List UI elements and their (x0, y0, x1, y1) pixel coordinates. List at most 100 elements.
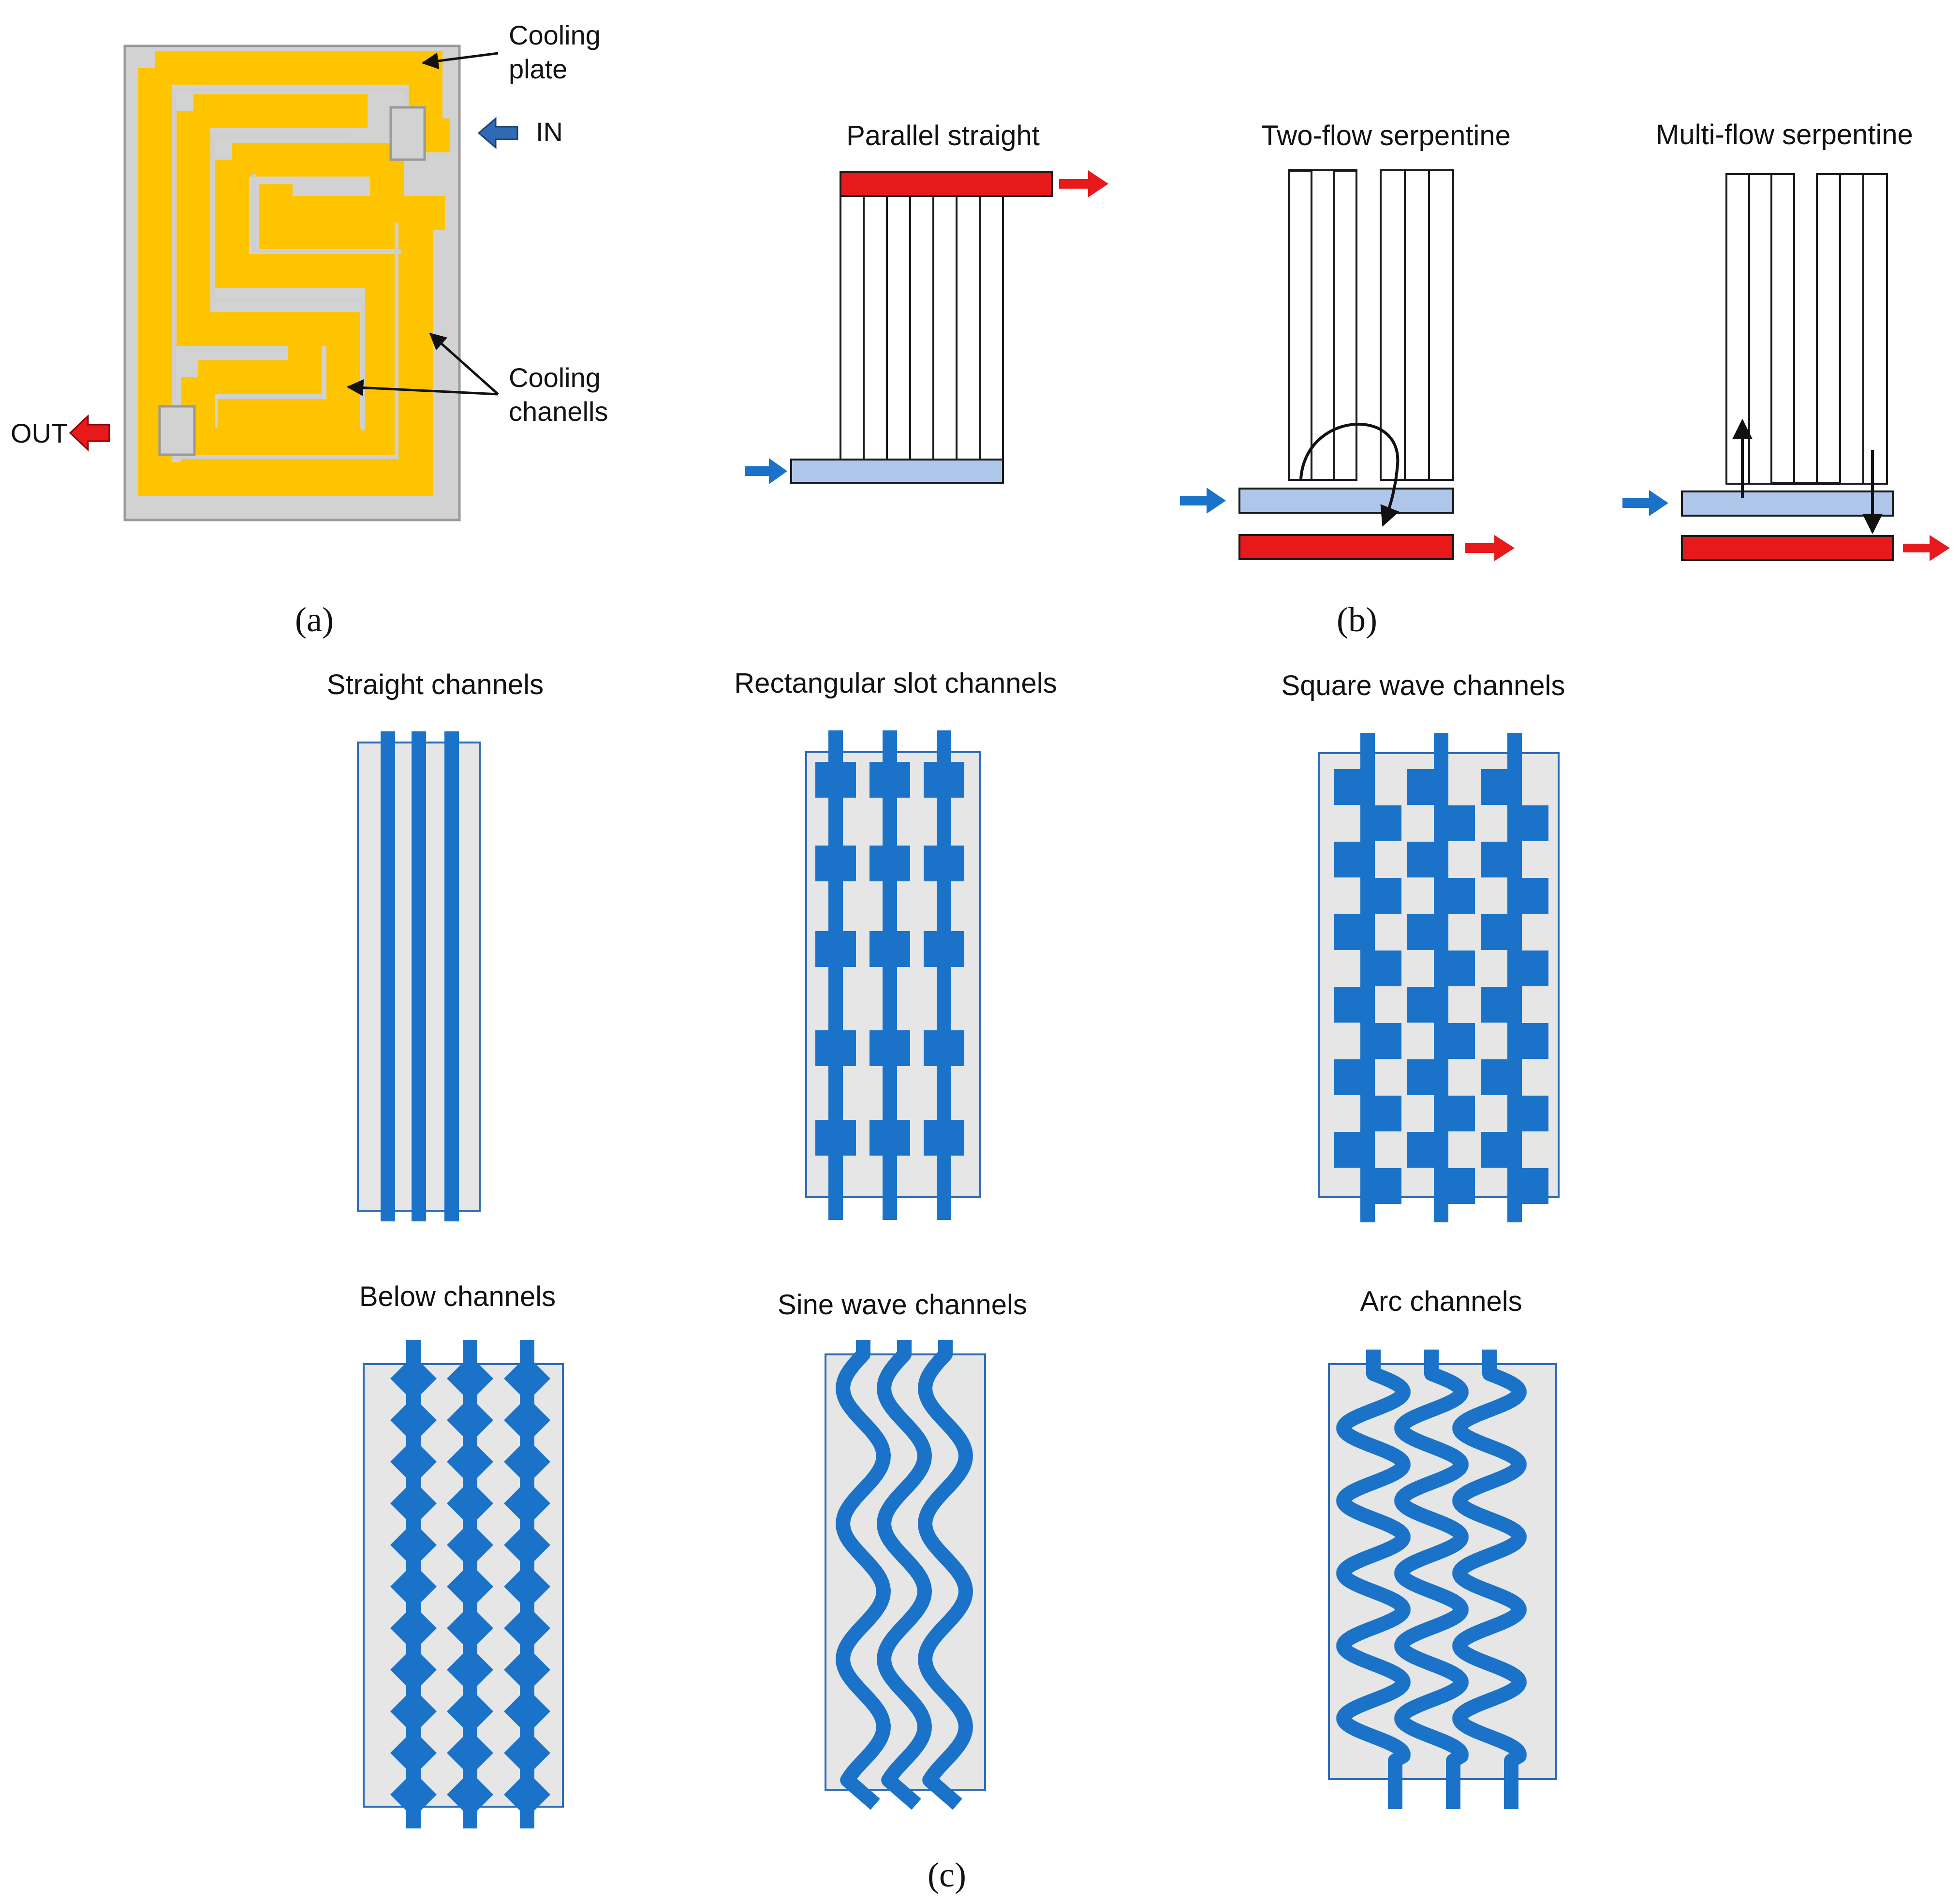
square-wave-block (1363, 805, 1401, 841)
inlet-pocket (389, 106, 426, 161)
below-channel-diamond (390, 1563, 437, 1610)
square-wave-block (1481, 1059, 1519, 1095)
below-channel-diamond (504, 1522, 550, 1568)
cooling-channel-inner-2 (198, 143, 404, 462)
slot-chamber (815, 931, 856, 967)
two-flow-inlet-manifold (1238, 488, 1454, 514)
slot-chamber (869, 931, 910, 967)
panel-c: Straight channels Rectangular slot chann… (327, 668, 1565, 1894)
arrow-left-icon (69, 414, 110, 452)
straight-channel (381, 731, 395, 1221)
sine-wave-channel (877, 1340, 932, 1810)
cooling-plate-label-line2: plate (509, 54, 567, 84)
below-channel-diamond (504, 1355, 550, 1402)
square-wave-block (1334, 914, 1372, 950)
below-channel-diamond (390, 1439, 437, 1485)
arrow-right-icon (1465, 535, 1515, 561)
below-channel-diamond (390, 1522, 437, 1568)
straight-channel (444, 731, 459, 1221)
square-wave-block (1334, 769, 1372, 805)
below-channel-diamond (447, 1397, 493, 1443)
below-channel-diamond (447, 1605, 493, 1651)
square-wave-block (1436, 1096, 1475, 1131)
square-wave-block (1481, 769, 1519, 805)
below-channel-diamond (504, 1688, 550, 1735)
arc-channels-title: Arc channels (1360, 1286, 1522, 1317)
parallel-straight-layout (745, 170, 1108, 484)
below-channel-diamond (504, 1563, 550, 1610)
square-wave-block (1510, 878, 1548, 914)
below-channel-diamond (390, 1355, 437, 1402)
square-wave-block (1363, 1096, 1401, 1131)
slot-chamber (924, 762, 964, 798)
below-channel-diamond (504, 1397, 550, 1443)
slot-chamber (815, 846, 856, 881)
slot-chamber (924, 1030, 964, 1066)
cooling-channel-inner-1 (177, 94, 368, 433)
square-wave-block (1407, 987, 1446, 1023)
slot-chamber (869, 1120, 910, 1156)
square-wave-block (1363, 1168, 1401, 1204)
square-wave-block (1481, 1132, 1519, 1168)
arrow-right-icon (1903, 535, 1950, 561)
square-wave-block (1363, 1023, 1401, 1059)
multi-flow-serpentine-title: Multi-flow serpentine (1656, 119, 1913, 150)
slot-chamber (924, 846, 964, 881)
below-channel-diamond (390, 1605, 437, 1651)
below-channel-diamond (390, 1397, 437, 1443)
panel-b-caption: (b) (1337, 600, 1377, 639)
multi-flow-outlet-manifold (1681, 535, 1894, 561)
multi-flow-serpentine-layout (1622, 173, 1950, 561)
below-channel-diamond (447, 1647, 493, 1693)
below-channel-diamond (447, 1730, 493, 1776)
square-wave-block (1510, 1023, 1548, 1059)
below-channels-title: Below channels (359, 1281, 556, 1312)
below-channel-diamond (447, 1771, 493, 1818)
multi-flow-channels (1725, 173, 1888, 485)
sine-wave-channels-title: Sine wave channels (778, 1289, 1027, 1321)
arc-channels-design (1328, 1350, 1557, 1809)
slot-chamber (869, 762, 910, 798)
sine-wave-channel (918, 1340, 973, 1810)
two-flow-channels (1288, 169, 1454, 481)
square-wave-block (1334, 987, 1372, 1023)
two-flow-crossover-arrow (1299, 422, 1400, 527)
cooling-channel-inner-3 (259, 184, 445, 249)
below-channel-diamond (390, 1480, 437, 1527)
two-flow-serpentine-layout (1180, 169, 1515, 561)
square-wave-block (1436, 1168, 1475, 1204)
below-channel-diamond (504, 1647, 550, 1693)
below-channels-design (363, 1340, 564, 1828)
below-channel-diamond (504, 1480, 550, 1527)
cooling-plate-label-line1: Cooling (509, 20, 601, 50)
square-wave-block (1407, 1059, 1446, 1095)
below-channel-diamond (390, 1688, 437, 1735)
below-channel-diamond (390, 1771, 437, 1818)
square-wave-block (1407, 769, 1446, 805)
square-wave-block (1407, 1132, 1446, 1168)
square-wave-channels-design (1318, 733, 1560, 1222)
square-wave-block (1510, 1096, 1548, 1131)
arc-channel (1336, 1350, 1411, 1809)
cooling-plate-pointer (421, 52, 499, 70)
square-wave-block (1436, 878, 1475, 914)
square-wave-block (1510, 1168, 1548, 1204)
below-channel-diamond (447, 1563, 493, 1610)
square-wave-block (1363, 950, 1401, 986)
arrow-right-icon (745, 458, 787, 484)
square-wave-block (1334, 1059, 1372, 1095)
parallel-inlet-manifold (790, 459, 1004, 484)
square-wave-block (1334, 842, 1372, 877)
below-channel-diamond (447, 1522, 493, 1568)
outlet-pocket (158, 405, 196, 456)
square-wave-channels-title: Square wave channels (1282, 670, 1565, 701)
square-wave-block (1436, 1023, 1475, 1059)
arc-channels-plate (1328, 1363, 1557, 1780)
square-wave-block (1481, 914, 1519, 950)
arrow-left-icon (477, 117, 518, 149)
square-wave-block (1436, 950, 1475, 986)
slot-chamber (869, 1030, 910, 1066)
straight-channels-title: Straight channels (327, 669, 544, 700)
slot-chamber (815, 1120, 856, 1156)
arrow-right-icon (1180, 488, 1226, 514)
